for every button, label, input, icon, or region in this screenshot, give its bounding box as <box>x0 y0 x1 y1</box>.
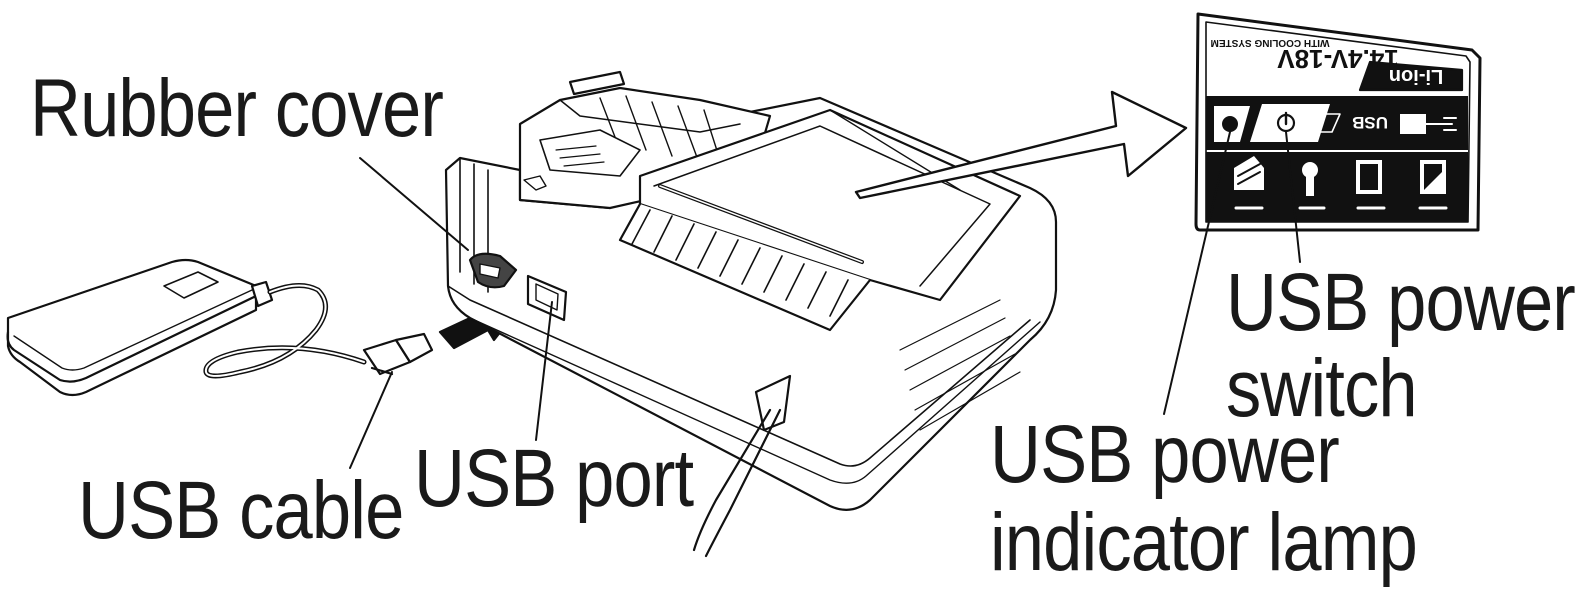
label-usb-power-switch-line2: switch <box>1226 343 1418 434</box>
label-usb-indicator-line2: indicator lamp <box>990 497 1418 588</box>
power-bank-display <box>163 271 219 299</box>
panel-cooling-text: WITH COOLING SYSTEM <box>1211 37 1330 48</box>
control-panel <box>1194 12 1482 232</box>
usb-power-switch[interactable] <box>1250 104 1330 142</box>
zoom-arrow-icon <box>854 90 1188 200</box>
thermometer-icon <box>1302 162 1318 178</box>
leader-usb-power-switch <box>1285 131 1301 263</box>
power-bank <box>6 258 274 397</box>
label-usb-power-switch-line1: USB power <box>1226 257 1575 348</box>
label-usb-indicator-line1: USB power <box>990 409 1340 500</box>
panel-usb-text: USB <box>1352 113 1388 132</box>
label-usb-cable: USB cable <box>78 465 404 556</box>
label-rubber-cover: Rubber cover <box>30 63 444 154</box>
usb-power-indicator-lamp <box>1222 116 1238 132</box>
leader-usb-port <box>535 301 553 441</box>
leader-usb-cable <box>349 371 393 469</box>
usb-cable <box>203 283 434 379</box>
panel-voltage-text: 14.4V-18V <box>1277 44 1399 74</box>
panel-brand-text: Li-ion <box>1389 65 1443 87</box>
charger <box>444 70 1058 558</box>
leader-usb-indicator-lamp <box>1163 131 1231 415</box>
slide-direction-icon <box>523 175 547 191</box>
label-usb-port: USB port <box>414 433 694 524</box>
leader-rubber-cover <box>359 157 469 251</box>
usb-plug-icon <box>1400 114 1426 134</box>
